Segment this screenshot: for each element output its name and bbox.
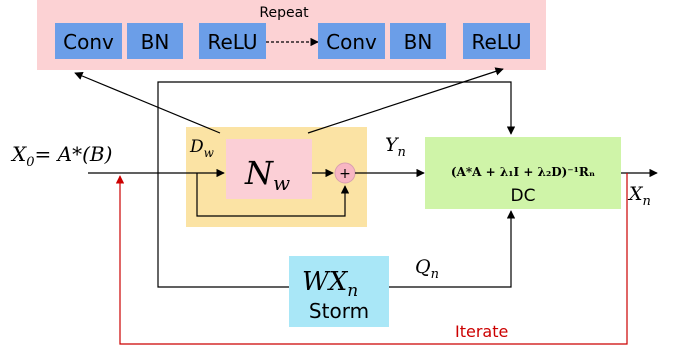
signal-x-label: Xn [627,183,651,209]
storm-block [289,256,389,327]
storm-expression: WXn [302,267,358,301]
svg-text:Conv: Conv [63,30,114,54]
svg-text:BN: BN [404,30,433,54]
layer-conv-2: Conv [318,23,385,59]
layer-conv-1: Conv [55,23,122,59]
network-symbol: Nw [244,154,290,195]
storm-label: Storm [309,299,369,323]
dc-label: DC [511,186,536,206]
layer-relu-2: ReLU [463,23,530,59]
layer-bn-2: BN [390,23,446,59]
input-label: X0= A*(B) [10,142,112,170]
svg-text:Conv: Conv [326,30,377,54]
svg-text:ReLU: ReLU [471,30,521,54]
signal-q-label: Qn [415,256,439,282]
layer-bn-1: BN [127,23,183,59]
adder-symbol: + [339,166,351,182]
repeat-label: Repeat [259,5,309,21]
dc-block [425,137,621,209]
svg-text:ReLU: ReLU [207,30,257,54]
network-input-label: Dw [189,137,215,160]
iterate-loop [115,173,628,345]
svg-text:BN: BN [141,30,170,54]
iterate-label: Iterate [455,322,508,341]
layer-relu-1: ReLU [199,23,266,59]
signal-y-label: Yn [385,134,406,160]
dc-formula: (A*A + λ₁I + λ₂D)⁻¹Rₙ [451,165,595,179]
network-inner [226,139,312,199]
